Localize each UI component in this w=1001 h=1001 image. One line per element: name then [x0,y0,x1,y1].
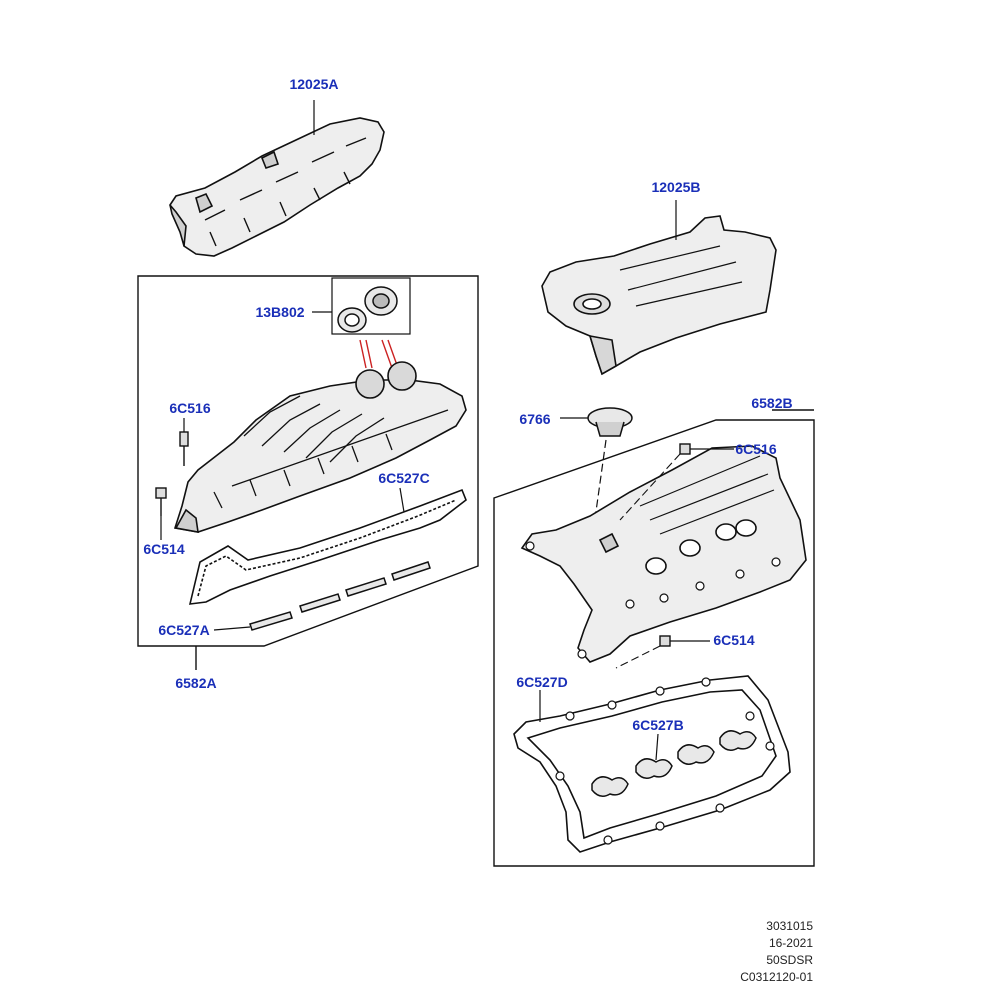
label-6582a: 6582A [175,675,216,691]
drawing-reference-block: 3031015 16-2021 50SDSR C0312120-01 [740,918,813,986]
label-6c527d: 6C527D [516,674,567,690]
drawing-date: 16-2021 [768,936,813,950]
bolt-6c516-right [619,443,734,521]
label-12025b: 12025B [651,179,700,195]
label-6c514-left: 6C514 [143,541,184,557]
bolt-6c514-right [615,635,710,669]
drawing-model-code: 50SDSR [766,953,813,967]
label-6582b: 6582B [751,395,792,411]
gasket-left-6c527c [188,487,467,605]
left-assembly-frame [137,275,479,670]
bolt-6c514-left [155,487,167,540]
engine-cover-left-12025a [169,100,385,257]
label-6c527b: 6C527B [632,717,683,733]
bolt-6c516-left [179,418,189,466]
label-13b802: 13B802 [255,304,304,320]
drawing-number: 3031015 [766,919,813,933]
right-assembly-frame [493,409,815,867]
oil-filler-caps-13b802 [312,277,411,369]
drawing-illustration-id: C0312120-01 [740,970,813,984]
engine-cover-right-12025b [541,200,777,376]
spark-plug-seals-6c527b [591,730,757,797]
label-6c527c: 6C527C [378,470,429,486]
gasket-right-6c527d [513,675,791,853]
label-6766: 6766 [519,411,550,427]
valve-cover-right [520,445,807,663]
spark-plug-seals-6c527a [213,561,431,631]
label-6c516-left: 6C516 [169,400,210,416]
label-6c527a: 6C527A [158,622,209,638]
valve-cover-left [173,361,467,533]
label-6c514-right: 6C514 [713,632,754,648]
label-6c516-right: 6C516 [735,441,776,457]
label-12025a: 12025A [289,76,338,92]
